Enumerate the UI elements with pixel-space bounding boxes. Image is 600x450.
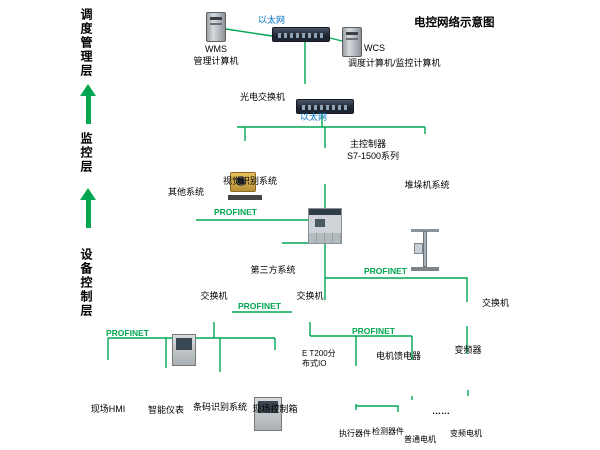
vision-system-label: 视觉识别系统 xyxy=(222,176,277,186)
up-arrow-icon xyxy=(80,188,96,228)
smart-meter-label: 智能仪表 xyxy=(147,405,184,415)
profinet-label-1: PROFINET xyxy=(214,207,257,217)
core-switch-icon xyxy=(272,27,330,42)
layer-label-device-control: 设备控制层 xyxy=(79,248,93,318)
wms-name-label: WMS xyxy=(205,44,227,54)
stacker-crane-icon xyxy=(407,229,443,271)
layer-label-monitoring: 监控层 xyxy=(79,132,93,174)
wms-desc-label: 管理计算机 xyxy=(193,56,239,66)
normal-motor-label: 普通电机 xyxy=(404,435,436,444)
wcs-desc-label: 调度计算机/监控计算机 xyxy=(348,58,441,68)
optical-switch-icon xyxy=(296,99,354,114)
layer-label-management: 调度管理层 xyxy=(79,8,93,78)
vfd-label: 变频器 xyxy=(454,345,482,355)
vfd-motor-label: 变频电机 xyxy=(450,429,482,438)
switch-mid-label: 交换机 xyxy=(296,291,324,301)
other-system-label: 其他系统 xyxy=(168,187,205,197)
wcs-name-label: WCS xyxy=(364,43,385,53)
wcs-server-icon xyxy=(342,27,362,57)
controller-series-label: S7-1500系列 xyxy=(347,151,400,161)
switch-right-label: 交换机 xyxy=(482,298,510,308)
diagram-title: 电控网络示意图 xyxy=(414,17,495,29)
field-control-box-label: 现场控制箱 xyxy=(252,404,298,414)
main-controller-label: 主控制器 xyxy=(350,139,387,149)
actuators-label: 执行器件 xyxy=(339,429,371,438)
motor-feeder-label: 电机馈电器 xyxy=(376,351,422,361)
profinet-label-5: PROFINET xyxy=(352,326,395,336)
detectors-label: 检测器件 xyxy=(372,427,404,436)
ethernet-label-mid: 以太网 xyxy=(300,112,328,122)
field-hmi-label: 现场HMI xyxy=(90,404,126,414)
other-system-icon xyxy=(172,334,196,366)
et200-label-line1: E T200分 xyxy=(302,349,336,358)
ellipsis-label: …… xyxy=(432,406,450,416)
profinet-label-3: PROFINET xyxy=(238,301,281,311)
ethernet-label-top: 以太网 xyxy=(258,15,286,25)
third-party-system-icon xyxy=(254,397,282,431)
profinet-label-4: PROFINET xyxy=(106,328,149,338)
vision-camera-icon xyxy=(228,170,262,200)
optical-switch-label: 光电交换机 xyxy=(240,92,286,102)
up-arrow-icon xyxy=(80,84,96,124)
switch-left-label: 交换机 xyxy=(200,291,228,301)
stacker-system-label: 堆垛机系统 xyxy=(404,180,450,190)
profinet-label-2: PROFINET xyxy=(364,266,407,276)
plc-icon xyxy=(308,208,342,244)
et200-label-line2: 布式IO xyxy=(302,359,327,368)
barcode-system-label: 条码识别系统 xyxy=(193,402,248,412)
third-party-system-label: 第三方系统 xyxy=(250,265,296,275)
wms-server-icon xyxy=(206,12,226,42)
